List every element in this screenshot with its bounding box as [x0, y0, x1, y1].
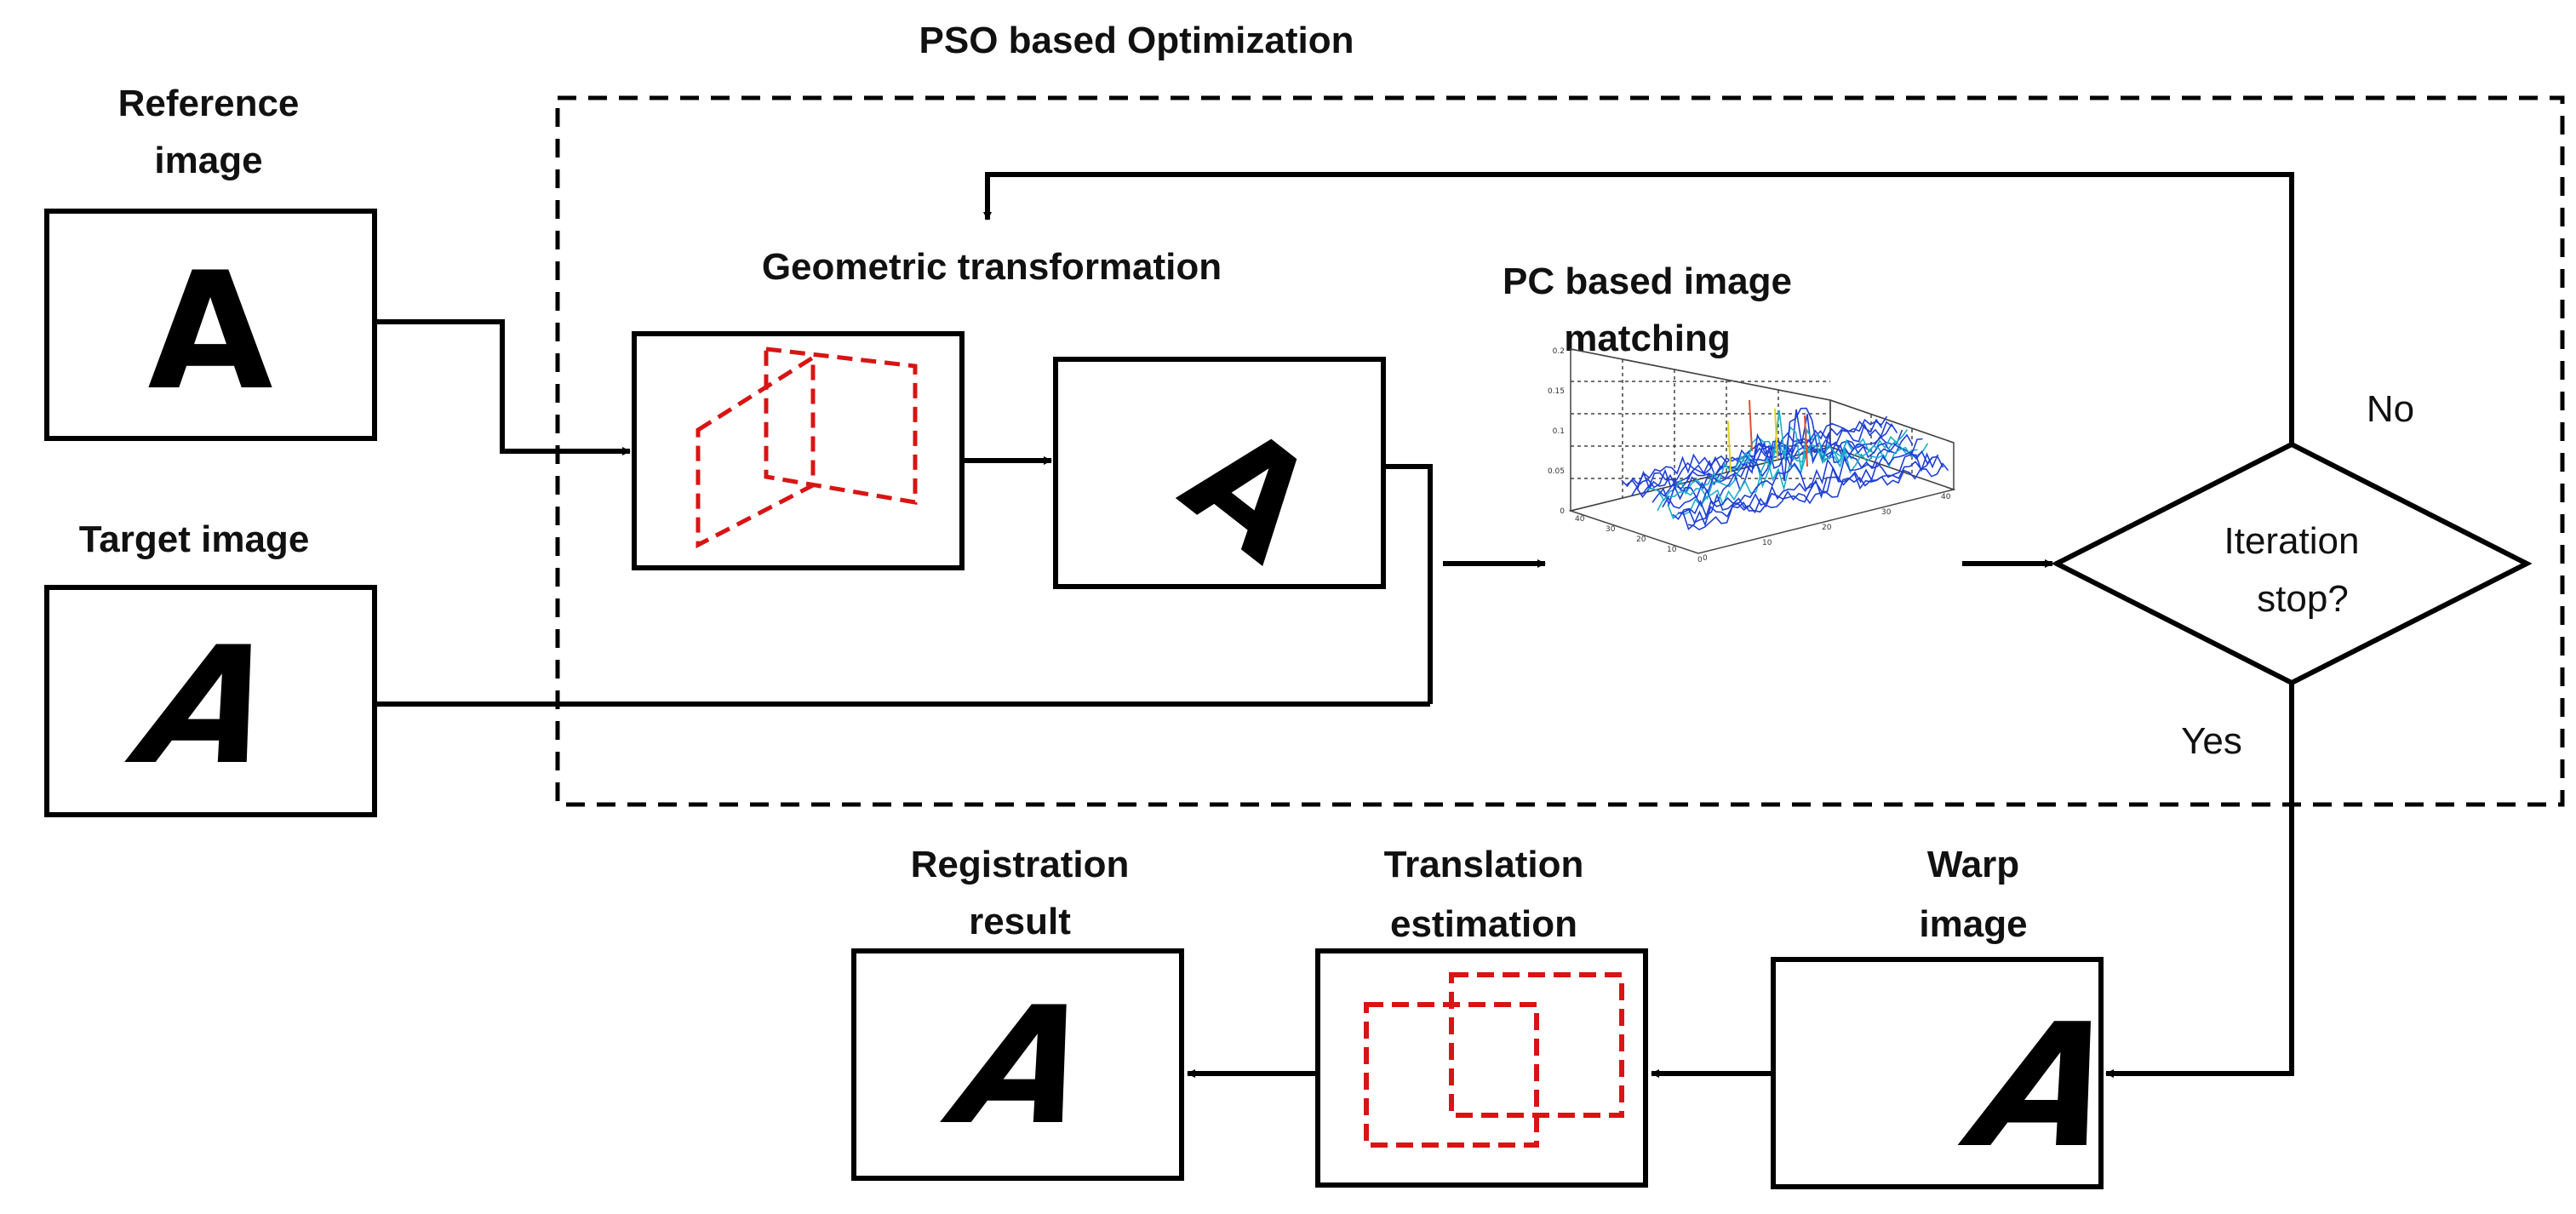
- plot-x-tick: 0: [1697, 556, 1703, 564]
- target-image-box: [44, 585, 377, 817]
- decision-label-2: stop?: [2257, 578, 2349, 620]
- pc-matching-label-2: matching: [1564, 318, 1731, 359]
- plot-surface-line: [1677, 452, 1939, 524]
- plot-surface-line: [1631, 421, 1892, 496]
- registration-label: Registration: [911, 844, 1130, 885]
- plot-x-tick: 20: [1636, 535, 1646, 544]
- yes-to-warp-arrow: [2105, 683, 2294, 1078]
- plot-peak: [1749, 399, 1753, 452]
- plot-z-tick: 0.15: [1548, 387, 1565, 396]
- plot-edge: [1570, 348, 1831, 401]
- yes-label: Yes: [2181, 720, 2242, 762]
- iteration-decision: [2051, 441, 2533, 686]
- translation-label-2: estimation: [1390, 903, 1577, 945]
- plot-surface-line: [1667, 443, 1929, 520]
- plot-z-tick: 0: [1560, 507, 1565, 516]
- transformed-image-box: [1053, 357, 1386, 589]
- plot-y-tick: 40: [1941, 493, 1951, 501]
- plot-surface-line: [1672, 450, 1934, 521]
- reference-to-geometric-arrow: [375, 319, 631, 455]
- reference-label: Reference: [118, 83, 300, 124]
- translation-estimation-box: [1315, 948, 1648, 1188]
- geometric-transformation-box: [632, 331, 965, 570]
- plot-y-tick: 20: [1822, 524, 1832, 532]
- transformed-output-line: [1383, 464, 1433, 704]
- no-label: No: [2367, 388, 2414, 430]
- plot-surface-line: [1682, 455, 1944, 530]
- pc-matching-label: PC based image: [1503, 261, 1792, 302]
- registration-result-box: [851, 948, 1184, 1181]
- skewed-frames-icon: [696, 346, 918, 549]
- plot-z-tick: 0.2: [1553, 347, 1565, 356]
- translation-label: Translation: [1384, 844, 1584, 885]
- plot-surface-line: [1662, 407, 1923, 509]
- plot-x-tick: 30: [1606, 525, 1616, 534]
- reference-glyph: A: [147, 238, 272, 426]
- plot-y-tick: 30: [1881, 508, 1892, 517]
- plot-x-tick: 10: [1667, 546, 1677, 554]
- plot-y-tick: 0: [1703, 554, 1708, 563]
- pso-title: PSO based Optimization: [919, 20, 1354, 61]
- warp-label-2: image: [1919, 903, 2027, 945]
- plot-z-tick: 0.1: [1553, 427, 1565, 436]
- plot-surface-line: [1687, 462, 1949, 531]
- registration-label-2: result: [969, 901, 1071, 942]
- decision-label: Iteration: [2224, 520, 2360, 562]
- plot-edge: [1829, 399, 1955, 444]
- plot-peak: [1774, 408, 1778, 461]
- plot-peak: [1804, 415, 1808, 467]
- offset-frames-icon: [1364, 972, 1624, 1148]
- reference-image-box: [44, 209, 377, 441]
- plot-surface-line: [1626, 415, 1888, 490]
- no-loop-arrow: [983, 172, 2294, 444]
- plot-y-tick: 10: [1762, 539, 1772, 547]
- geometric-label: Geometric transformation: [762, 246, 1222, 288]
- target-label: Target image: [79, 518, 310, 560]
- plot-peak: [1727, 421, 1732, 473]
- reference-label-2: image: [154, 140, 262, 181]
- warp-label: Warp: [1927, 844, 2019, 885]
- plot-z-tick: 0.05: [1548, 467, 1565, 476]
- plot-x-tick: 40: [1575, 515, 1585, 524]
